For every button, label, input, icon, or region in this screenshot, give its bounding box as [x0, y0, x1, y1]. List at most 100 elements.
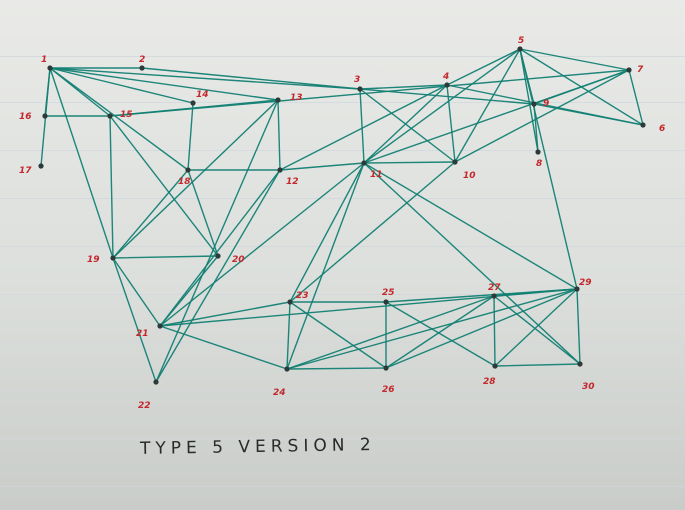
node-label-11: 11	[370, 170, 383, 180]
edge-27-28	[493, 295, 496, 367]
edge-20-21	[159, 255, 219, 327]
node-5	[517, 46, 523, 52]
node-label-1: 1	[41, 55, 47, 65]
edge-13-15	[109, 99, 279, 117]
node-6	[640, 122, 646, 128]
node-23	[287, 299, 293, 305]
edge-4-10	[446, 84, 456, 163]
node-label-16: 16	[19, 112, 32, 122]
edge-26-29	[385, 288, 578, 369]
edge-25-28	[385, 301, 496, 367]
edge-10-11	[363, 161, 456, 164]
node-label-14: 14	[196, 90, 209, 100]
edge-4-11	[363, 84, 448, 164]
node-label-23: 23	[296, 291, 309, 301]
node-16	[42, 113, 48, 119]
node-label-24: 24	[273, 388, 286, 398]
paper-rule	[0, 486, 685, 487]
edge-11-21	[159, 162, 365, 327]
edge-12-22	[155, 169, 281, 383]
edge-29-30	[576, 288, 581, 365]
node-8	[535, 149, 541, 155]
edge-10-23	[289, 161, 456, 303]
node-label-17: 17	[19, 166, 32, 176]
edge-15-19	[109, 115, 114, 259]
diagram-caption: TYPE 5 VERSION 2	[139, 434, 376, 460]
edge-1-19	[49, 67, 114, 259]
node-label-7: 7	[637, 65, 644, 75]
edge-5-8	[519, 48, 539, 153]
paper-rule	[0, 390, 685, 391]
edge-3-4	[359, 84, 448, 90]
edge-7-11	[363, 69, 630, 164]
edge-11-30	[363, 162, 581, 365]
edge-24-26	[286, 367, 387, 370]
node-3	[357, 86, 363, 92]
edge-28-30	[494, 363, 581, 367]
edge-13-19	[112, 99, 279, 259]
edge-19-22	[112, 257, 157, 383]
node-21	[157, 323, 163, 329]
paper-rule	[0, 342, 685, 343]
node-label-26: 26	[382, 385, 395, 395]
node-15	[107, 113, 113, 119]
node-label-10: 10	[463, 171, 476, 181]
node-label-4: 4	[442, 72, 449, 82]
paper-rule	[0, 438, 685, 439]
node-9	[531, 101, 537, 107]
node-27	[491, 293, 497, 299]
edge-11-29	[363, 162, 578, 290]
paper-rule	[0, 102, 685, 103]
edge-11-12	[279, 162, 365, 171]
edge-1-13	[49, 67, 279, 101]
node-label-30: 30	[582, 382, 595, 392]
edge-12-13	[277, 99, 281, 171]
node-1	[47, 65, 53, 71]
node-19	[110, 255, 116, 261]
edge-21-23	[159, 301, 291, 327]
node-label-22: 22	[138, 401, 151, 411]
node-10	[452, 159, 458, 165]
paper-rule	[0, 198, 685, 199]
edge-27-29	[493, 288, 578, 297]
edge-1-3	[49, 67, 361, 90]
edge-19-21	[112, 257, 161, 327]
edge-23-26	[289, 301, 387, 369]
edge-5-29	[519, 48, 578, 290]
node-17	[38, 163, 44, 169]
edge-15-20	[109, 115, 219, 257]
node-18	[185, 167, 191, 173]
paper-rule	[0, 246, 685, 247]
edge-9-8	[533, 103, 539, 153]
edge-11-23	[289, 162, 365, 303]
edge-24-29	[286, 288, 578, 370]
edge-12-21	[159, 169, 281, 327]
edge-11-24	[286, 162, 365, 370]
edge-3-10	[359, 88, 456, 163]
edge-28-29	[494, 288, 578, 367]
node-4	[444, 82, 450, 88]
edge-5-7	[519, 48, 630, 71]
edge-5-11	[363, 48, 521, 164]
node-2	[139, 65, 145, 71]
node-26	[383, 365, 389, 371]
node-label-28: 28	[483, 377, 496, 387]
edge-5-10	[454, 48, 521, 163]
node-24	[284, 366, 290, 372]
node-label-20: 20	[232, 255, 245, 265]
node-label-8: 8	[536, 159, 542, 169]
edge-2-3	[141, 67, 361, 90]
paper-rule	[0, 56, 685, 57]
node-30	[577, 361, 583, 367]
edge-layer	[40, 48, 644, 383]
edge-9-6	[533, 103, 644, 126]
node-13	[275, 97, 281, 103]
edge-19-20	[112, 255, 219, 259]
node-label-21: 21	[136, 329, 149, 339]
node-25	[383, 299, 389, 305]
edge-18-20	[187, 169, 219, 257]
edge-14-18	[187, 102, 194, 171]
edge-21-24	[159, 325, 288, 370]
paper-rule	[0, 294, 685, 295]
